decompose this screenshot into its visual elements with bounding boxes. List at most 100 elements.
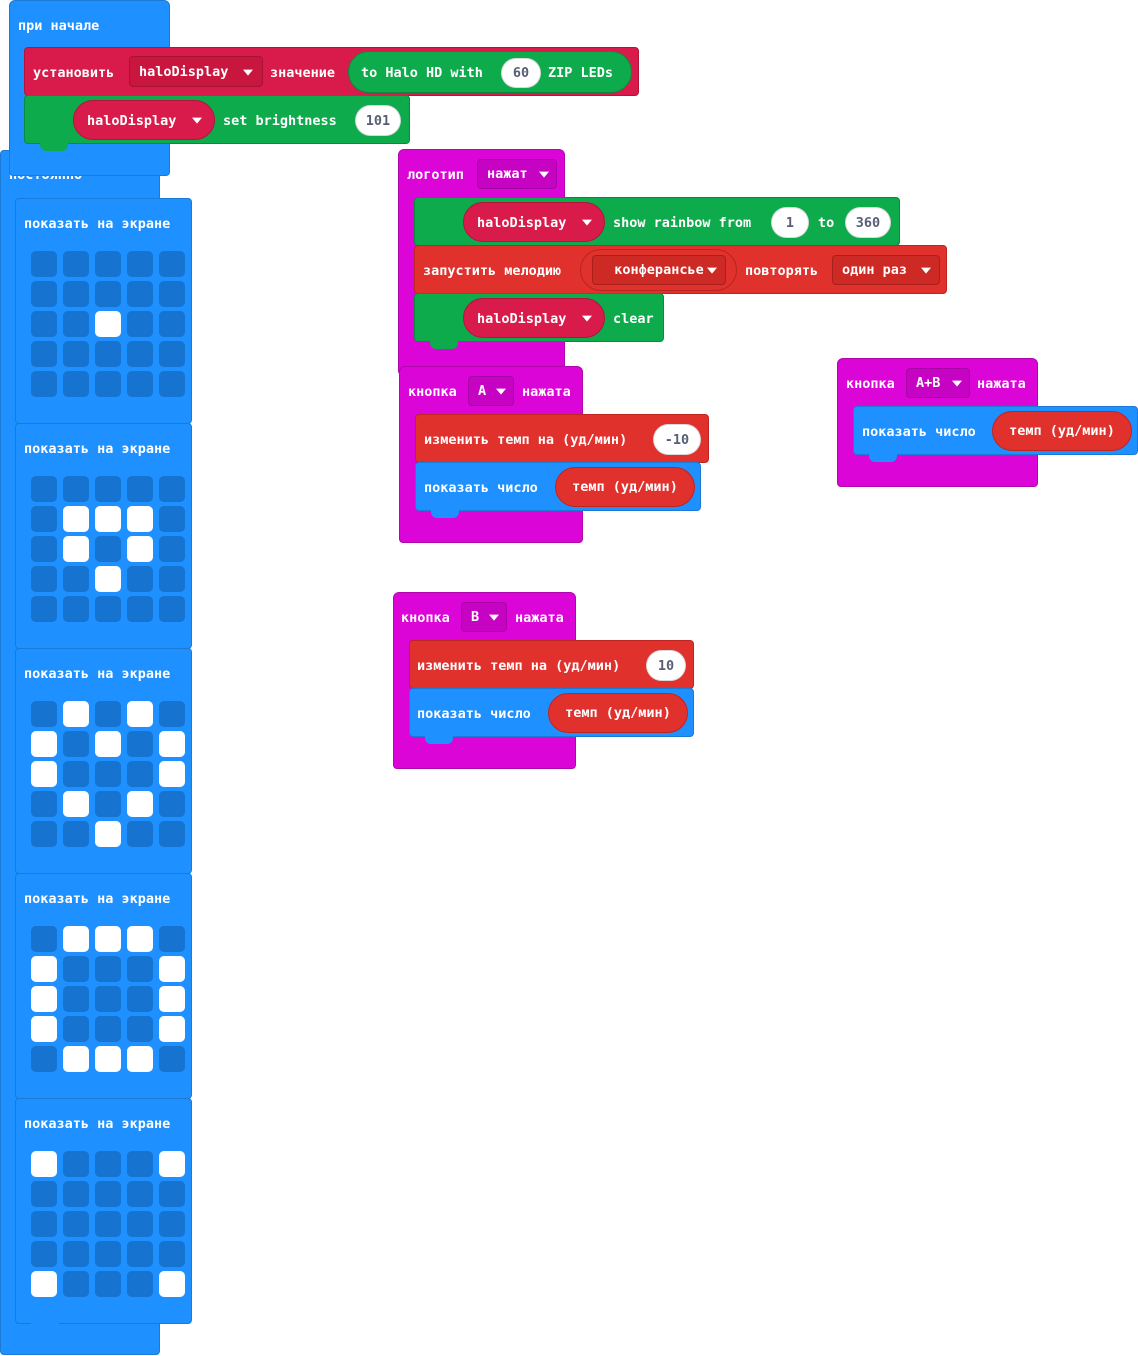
led-cell[interactable]	[159, 986, 185, 1012]
led-cell[interactable]	[95, 1181, 121, 1207]
led-cell[interactable]	[31, 701, 57, 727]
led-cell[interactable]	[63, 956, 89, 982]
led-cell[interactable]	[95, 1016, 121, 1042]
led-cell[interactable]	[127, 1181, 153, 1207]
play-melody-block[interactable]: запустить мелодию конферансье повторять …	[414, 245, 947, 294]
led-cell[interactable]	[63, 1151, 89, 1177]
led-cell[interactable]	[159, 731, 185, 757]
led-cell[interactable]	[63, 1046, 89, 1072]
led-cell[interactable]	[63, 1241, 89, 1267]
led-cell[interactable]	[63, 371, 89, 397]
led-cell[interactable]	[31, 1151, 57, 1177]
led-cell[interactable]	[159, 341, 185, 367]
led-cell[interactable]	[95, 311, 121, 337]
led-cell[interactable]	[31, 926, 57, 952]
led-cell[interactable]	[159, 1181, 185, 1207]
led-cell[interactable]	[63, 506, 89, 532]
led-cell[interactable]	[31, 1181, 57, 1207]
variable-dropdown[interactable]: haloDisplay	[129, 56, 263, 87]
halo-display-reporter[interactable]: haloDisplay	[463, 298, 605, 338]
tempo-change-input[interactable]: -10	[653, 424, 701, 455]
led-cell[interactable]	[127, 596, 153, 622]
led-cell[interactable]	[31, 956, 57, 982]
led-cell[interactable]	[95, 476, 121, 502]
show-leds-block[interactable]: показать на экране	[15, 198, 192, 424]
show-leds-block[interactable]: показать на экране	[15, 873, 192, 1099]
led-cell[interactable]	[95, 281, 121, 307]
show-number-block[interactable]: показать число темп (уд/мин)	[409, 688, 694, 737]
led-cell[interactable]	[127, 311, 153, 337]
set-brightness-block[interactable]: haloDisplay set brightness 101	[24, 95, 410, 144]
led-cell[interactable]	[127, 1241, 153, 1267]
brightness-input[interactable]: 101	[355, 105, 401, 136]
led-cell[interactable]	[95, 1211, 121, 1237]
led-cell[interactable]	[63, 1016, 89, 1042]
led-cell[interactable]	[127, 506, 153, 532]
led-cell[interactable]	[31, 1046, 57, 1072]
led-cell[interactable]	[127, 251, 153, 277]
led-cell[interactable]	[95, 1241, 121, 1267]
led-cell[interactable]	[95, 956, 121, 982]
led-cell[interactable]	[31, 986, 57, 1012]
led-cell[interactable]	[31, 1241, 57, 1267]
led-cell[interactable]	[159, 311, 185, 337]
led-cell[interactable]	[31, 1211, 57, 1237]
led-cell[interactable]	[159, 821, 185, 847]
led-cell[interactable]	[63, 311, 89, 337]
led-cell[interactable]	[159, 1151, 185, 1177]
led-cell[interactable]	[31, 341, 57, 367]
led-cell[interactable]	[31, 821, 57, 847]
led-cell[interactable]	[31, 791, 57, 817]
tempo-reporter[interactable]: темп (уд/мин)	[555, 467, 695, 507]
led-cell[interactable]	[63, 1271, 89, 1297]
led-cell[interactable]	[31, 281, 57, 307]
led-cell[interactable]	[95, 761, 121, 787]
led-cell[interactable]	[95, 1046, 121, 1072]
led-cell[interactable]	[127, 371, 153, 397]
led-cell[interactable]	[159, 791, 185, 817]
led-cell[interactable]	[63, 341, 89, 367]
led-cell[interactable]	[159, 926, 185, 952]
led-cell[interactable]	[127, 1271, 153, 1297]
halo-clear-block[interactable]: haloDisplay clear	[414, 293, 664, 342]
led-cell[interactable]	[31, 536, 57, 562]
set-variable-block[interactable]: установить haloDisplay значение to Halo …	[24, 47, 639, 96]
led-cell[interactable]	[63, 821, 89, 847]
led-cell[interactable]	[95, 566, 121, 592]
create-strip-reporter[interactable]: to Halo HD with 60 ZIP LEDs	[348, 51, 632, 93]
led-cell[interactable]	[159, 281, 185, 307]
led-cell[interactable]	[63, 761, 89, 787]
led-cell[interactable]	[159, 761, 185, 787]
led-cell[interactable]	[95, 251, 121, 277]
led-cell[interactable]	[95, 341, 121, 367]
led-cell[interactable]	[31, 371, 57, 397]
tempo-change-input[interactable]: 10	[646, 650, 686, 681]
led-cell[interactable]	[127, 341, 153, 367]
led-cell[interactable]	[63, 1181, 89, 1207]
rainbow-from-input[interactable]: 1	[771, 207, 809, 238]
melody-tune-dropdown[interactable]: конферансье	[592, 255, 726, 285]
led-cell[interactable]	[127, 1046, 153, 1072]
led-count-input[interactable]: 60	[501, 58, 541, 88]
led-cell[interactable]	[159, 476, 185, 502]
led-cell[interactable]	[159, 956, 185, 982]
led-cell[interactable]	[63, 731, 89, 757]
led-cell[interactable]	[31, 596, 57, 622]
led-cell[interactable]	[127, 791, 153, 817]
led-cell[interactable]	[31, 311, 57, 337]
led-cell[interactable]	[63, 281, 89, 307]
button-a-dropdown[interactable]: A	[468, 376, 514, 406]
led-cell[interactable]	[63, 566, 89, 592]
led-cell[interactable]	[31, 506, 57, 532]
led-cell[interactable]	[95, 536, 121, 562]
led-cell[interactable]	[159, 1241, 185, 1267]
led-cell[interactable]	[95, 701, 121, 727]
show-leds-block[interactable]: показать на экране	[15, 1098, 192, 1324]
led-cell[interactable]	[159, 1046, 185, 1072]
led-cell[interactable]	[95, 506, 121, 532]
led-cell[interactable]	[127, 761, 153, 787]
led-cell[interactable]	[31, 1271, 57, 1297]
led-cell[interactable]	[95, 986, 121, 1012]
led-cell[interactable]	[31, 476, 57, 502]
led-cell[interactable]	[31, 251, 57, 277]
